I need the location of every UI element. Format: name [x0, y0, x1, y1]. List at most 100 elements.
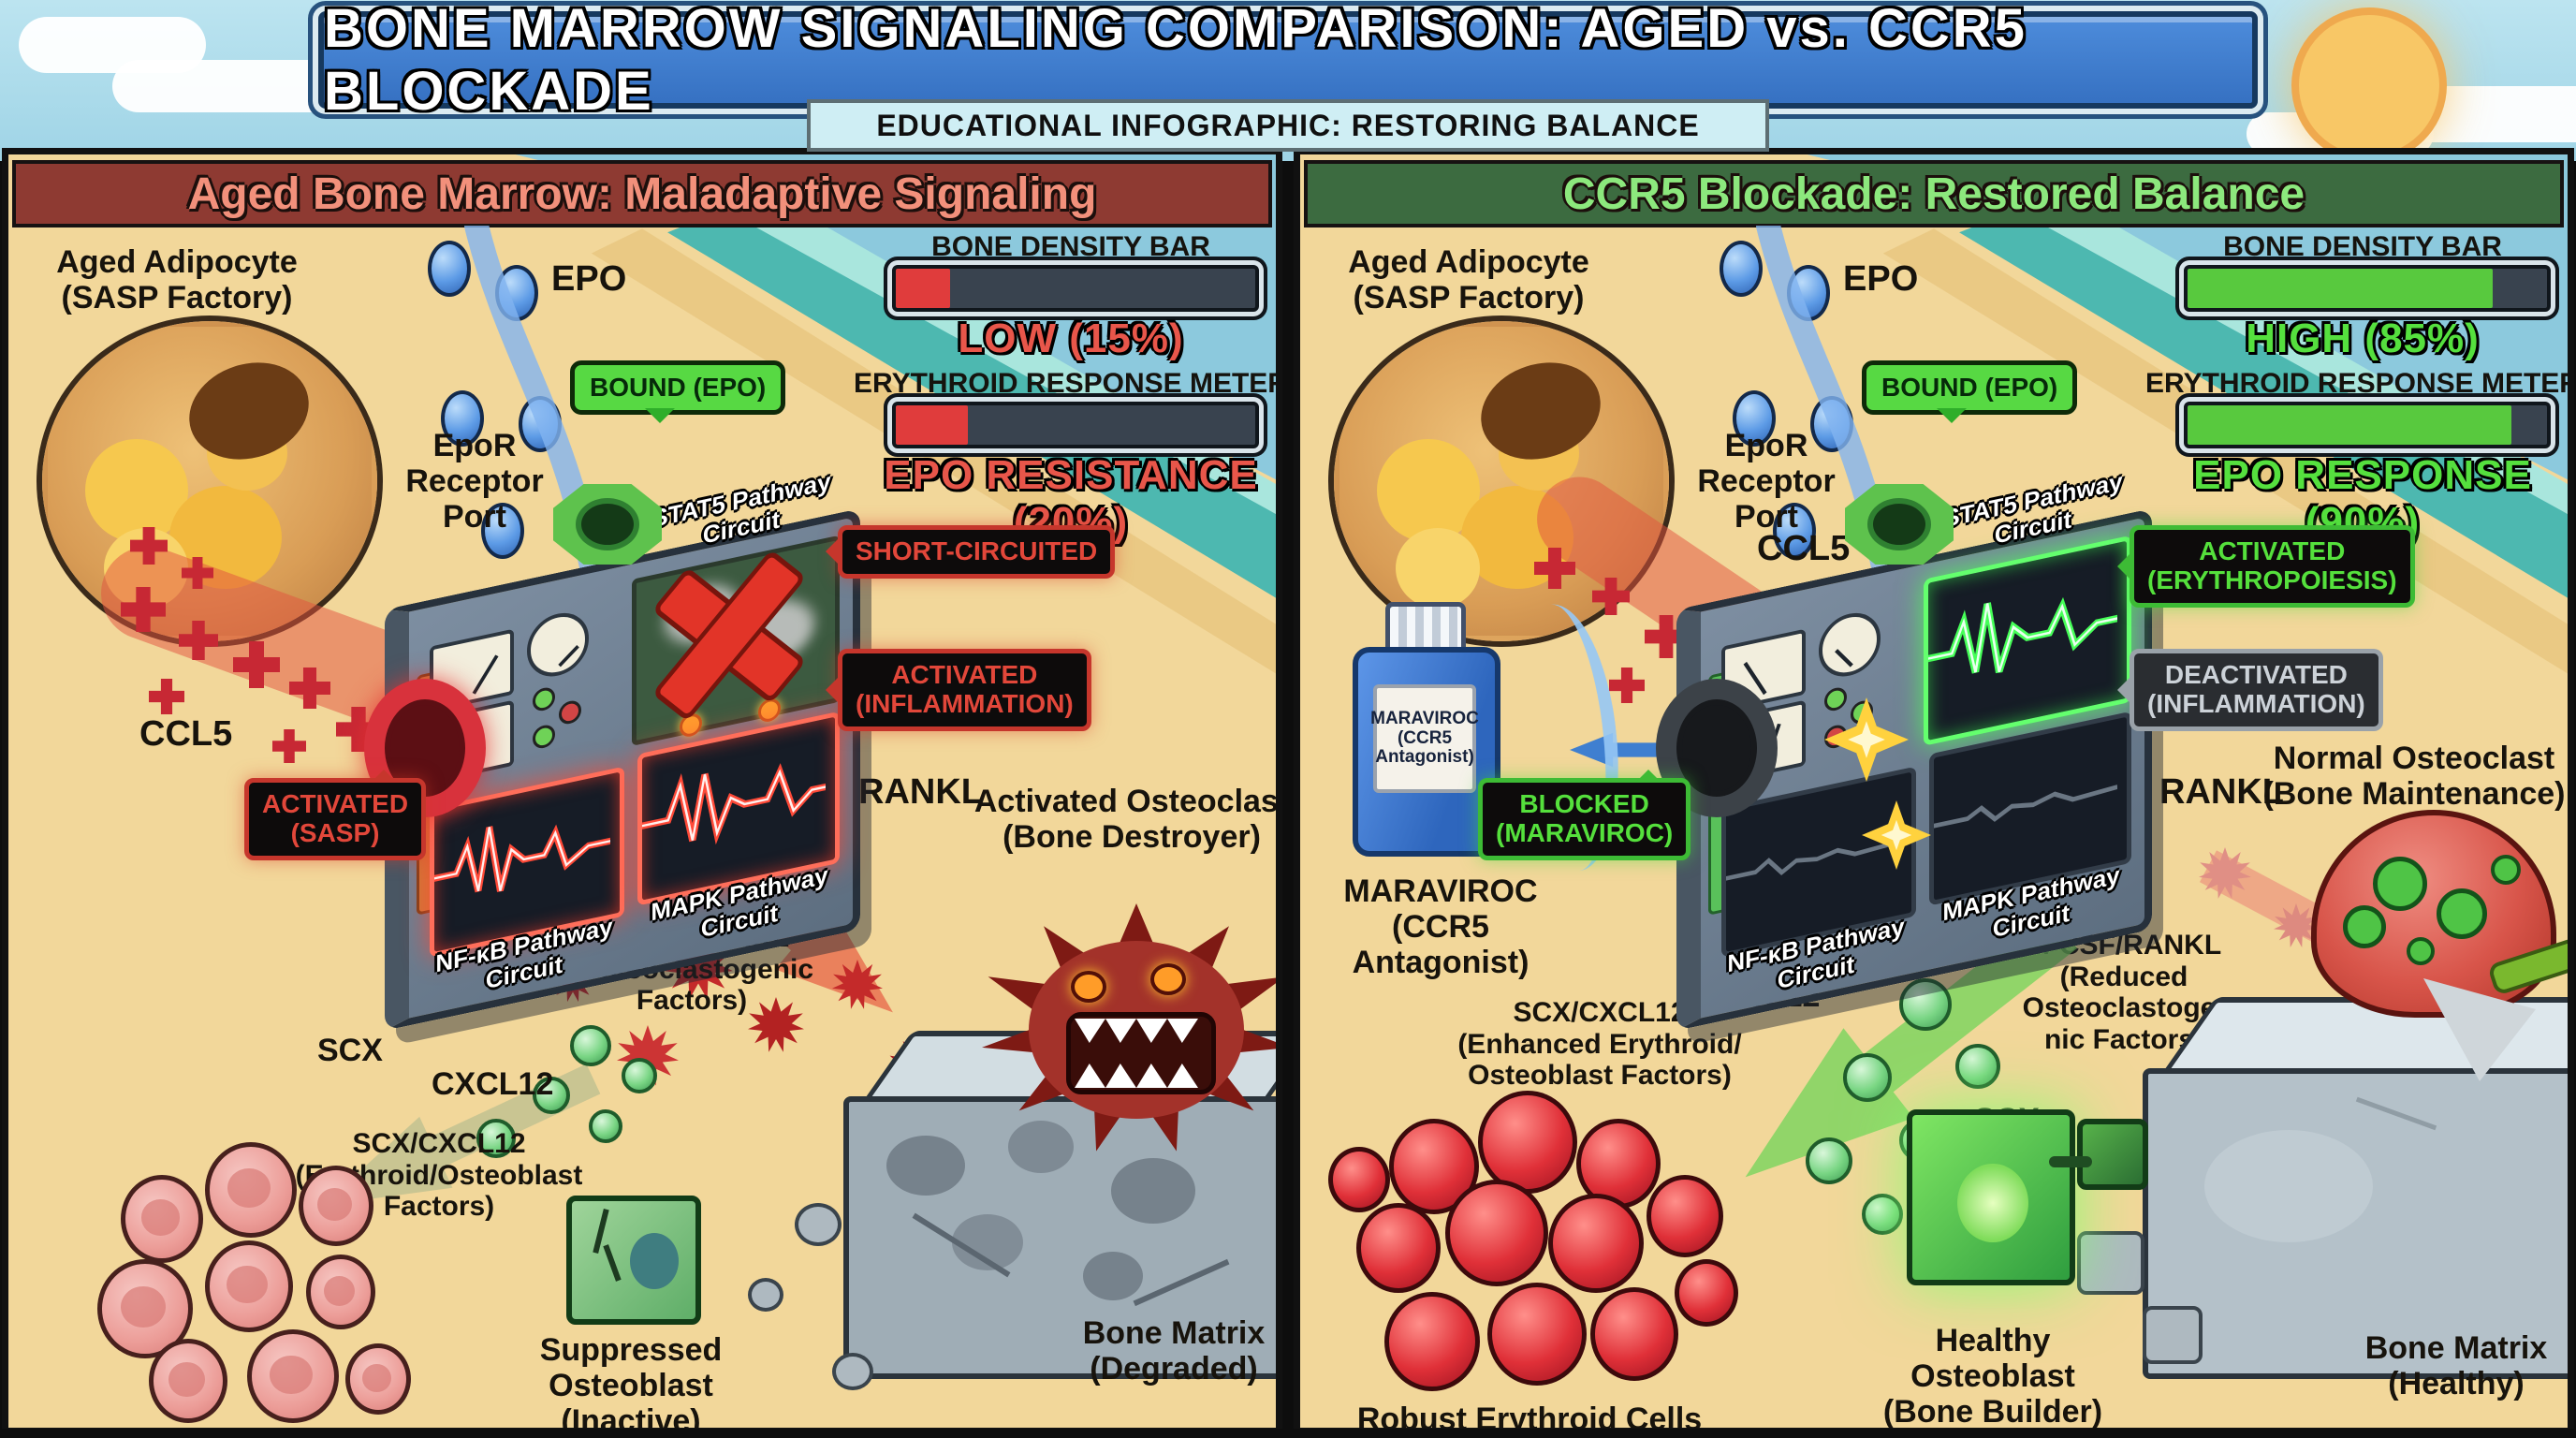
ccl5-molecule-icon [1609, 668, 1645, 703]
erythroid-meter-title: ERYTHROID RESPONSE METER [2145, 368, 2574, 399]
maraviroc-bottle-label: MARAVIROC (CCR5 Antagonist) [1370, 684, 1479, 793]
maraviroc-caption: MARAVIROC (CCR5 Antagonist) [1343, 873, 1538, 981]
bone-density-bar [2184, 265, 2551, 312]
suppressed-osteoblast-label: Suppressed Osteoblast (Inactive) [539, 1332, 723, 1434]
activated-sasp-callout: ACTIVATED (SASP) [244, 770, 427, 860]
mapk-screen-icon [1929, 711, 2131, 906]
scx-molecule-icon [476, 1119, 516, 1158]
bone-density-value: HIGH (85%) [2246, 315, 2480, 361]
osteoclast-eye-icon [1071, 971, 1106, 1003]
cxcl12-molecule-icon [1955, 1044, 2000, 1089]
scx-molecule-icon [570, 1025, 611, 1066]
scx-molecule-icon [622, 1058, 657, 1093]
erythroid-cell-icon [1647, 1175, 1723, 1257]
cxcl12-molecule-icon [1899, 978, 1952, 1031]
panel-ccr5: CCR5 Blockade: Restored Balance Aged Adi… [1294, 148, 2574, 1434]
osteoclast-eye-icon [1150, 963, 1186, 995]
osteoclast-label: Activated Osteoclast (Bone Destroyer) [973, 784, 1282, 856]
cloud-icon [112, 60, 356, 112]
healthy-osteoblast-label: Healthy Osteoblast (Bone Builder) [1882, 1323, 2103, 1431]
erythroid-cell-icon [149, 1339, 227, 1423]
bone-density-bar [892, 265, 1259, 312]
osteoblast-cube-icon [566, 1196, 701, 1325]
ccl5-molecule-icon [272, 729, 306, 763]
erythroid-cell-icon [121, 1175, 203, 1263]
panel-header-text: CCR5 Blockade: Restored Balance [1562, 169, 2305, 219]
scx-molecule-icon [589, 1109, 622, 1143]
epo-molecule-icon [1720, 241, 1763, 297]
erythroid-cell-icon [306, 1255, 375, 1329]
bone-matrix-icon [2143, 1068, 2568, 1379]
bone-density-fill [896, 269, 950, 308]
erythroid-cell-icon [299, 1166, 373, 1246]
ccl5-label: CCL5 [1757, 529, 1851, 568]
osteoblast-mini-cube-icon [2077, 1119, 2148, 1190]
gauge-dial-icon [527, 607, 589, 682]
erythroid-cell-icon [247, 1329, 339, 1423]
deactivated-inflammation-callout: DEACTIVATED (INFLAMMATION) [2130, 649, 2383, 731]
erythroid-cell-icon [1675, 1259, 1738, 1327]
bone-matrix-icon [843, 1096, 1276, 1379]
bone-cube [2143, 1306, 2203, 1364]
epor-port-icon [1845, 484, 1954, 565]
adipocyte-label: Aged Adipocyte (SASP Factory) [1348, 244, 1589, 316]
epor-port-label: EpoR Receptor Port [1697, 428, 1836, 536]
epo-molecule-icon [1773, 503, 1816, 559]
bone-crumb [748, 1278, 783, 1312]
erythroid-cell-icon [205, 1142, 297, 1238]
panel-aged: Aged Bone Marrow: Maladaptive Signaling … [2, 148, 1282, 1434]
erythroid-meter-fill [2188, 405, 2511, 445]
scx-label: SCX [317, 1033, 383, 1068]
osteoclast-mouth [1066, 1012, 1216, 1094]
erythroid-meter-fill [896, 405, 968, 445]
panel-header-ccr5: CCR5 Blockade: Restored Balance [1304, 160, 2564, 227]
cxcl12-molecule-icon [1843, 1053, 1892, 1102]
nfkb-screen-icon [430, 766, 624, 958]
epo-label: EPO [1843, 259, 1919, 299]
bone-density-fill [2188, 269, 2494, 308]
erythroid-cell-icon [345, 1343, 411, 1415]
epo-molecule-icon [441, 390, 484, 447]
epo-molecule-icon [1733, 390, 1776, 447]
adipocyte-label: Aged Adipocyte (SASP Factory) [56, 244, 298, 316]
epo-molecule-icon [428, 241, 471, 297]
erythroid-cell-icon [1328, 1147, 1390, 1212]
bound-epo-bubble: BOUND (EPO) [1862, 360, 2078, 423]
panel-header-aged: Aged Bone Marrow: Maladaptive Signaling [12, 160, 1272, 227]
erythroid-cell-icon [1590, 1287, 1678, 1381]
erythroid-meter-title: ERYTHROID RESPONSE METER [854, 368, 1282, 399]
page-subtitle: EDUCATIONAL INFOGRAPHIC: RESTORING BALAN… [876, 108, 1700, 142]
epor-port-label: EpoR Receptor Port [405, 428, 544, 536]
scx-molecule-icon [1806, 1137, 1852, 1184]
sun-icon [2291, 7, 2447, 163]
led-icon [1824, 685, 1847, 713]
led-icon [533, 685, 555, 713]
led-icon [559, 698, 581, 726]
erythroid-cell-icon [1445, 1180, 1548, 1286]
stat5-screen-icon [1924, 535, 2131, 746]
bone-matrix-label: Bone Matrix (Degraded) [1082, 1315, 1266, 1387]
epor-port-icon [553, 484, 662, 565]
page-title: BONE MARROW SIGNALING COMPARISON: AGED v… [324, 0, 2027, 122]
osteoblast-cube-icon [1907, 1109, 2075, 1285]
bound-epo-bubble: BOUND (EPO) [570, 360, 786, 423]
subtitle-bar: EDUCATIONAL INFOGRAPHIC: RESTORING BALAN… [807, 99, 1769, 152]
erythroid-cell-icon [1384, 1292, 1480, 1391]
nfkb-screen-icon [1721, 766, 1916, 958]
erythroid-meter-bar [892, 402, 1259, 448]
activated-erythropoiesis-callout: ACTIVATED (ERYTHROPOIESIS) [2130, 525, 2415, 608]
gauge-dial-icon [1819, 607, 1881, 682]
bottom-border [0, 1429, 2576, 1438]
activated-inflammation-callout: ACTIVATED (INFLAMMATION) [838, 649, 1091, 731]
erythroid-cell-icon [1487, 1283, 1587, 1386]
bone-density-title: BONE DENSITY BAR [2223, 231, 2502, 262]
signal-machine-icon: STAT5 Pathway Circuit NF-κB Pathway Circ… [1676, 467, 2152, 1031]
bone-density-title: BONE DENSITY BAR [931, 231, 1210, 262]
erythroid-meter-bar [2184, 402, 2551, 448]
bone-crumb [795, 1203, 842, 1246]
title-bar: BONE MARROW SIGNALING COMPARISON: AGED v… [318, 0, 2258, 122]
blocked-maraviroc-callout: BLOCKED (MARAVIROC) [1478, 770, 1691, 860]
scx-cxcl12-label: SCX/CXCL12 (Enhanced Erythroid/ Osteobla… [1457, 997, 1742, 1092]
mapk-screen-icon [637, 711, 840, 906]
